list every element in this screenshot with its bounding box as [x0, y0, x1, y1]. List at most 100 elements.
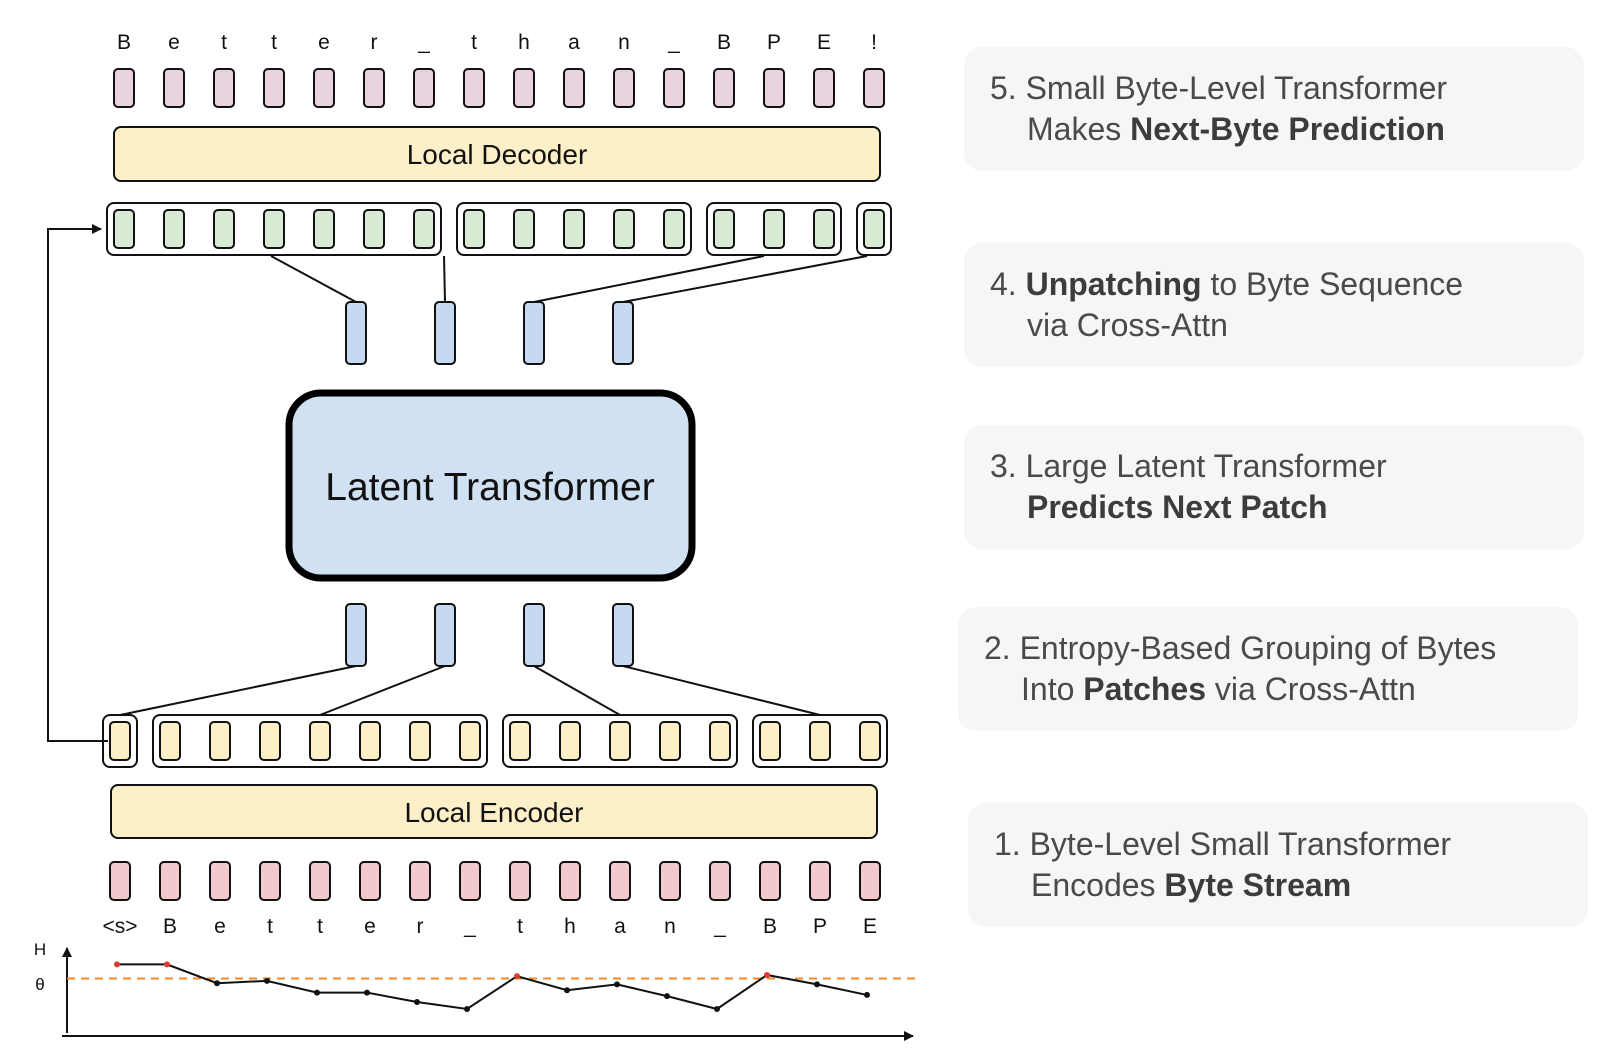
input-byte-token: [859, 861, 881, 901]
entropy-point: [664, 993, 670, 1000]
input-byte-label: a: [614, 915, 626, 938]
output-byte-token: [863, 68, 885, 108]
input-byte-label: e: [364, 915, 376, 938]
step-4-number: 4.: [990, 266, 1017, 302]
output-byte-label: n: [618, 31, 630, 54]
output-byte-token: [413, 68, 435, 108]
local-decoder-block: [113, 126, 881, 182]
input-byte-label: B: [163, 915, 177, 938]
output-byte-label: h: [518, 31, 530, 54]
encoder-hidden-state: [459, 721, 481, 761]
decoder-hidden-state: [463, 209, 485, 249]
input-byte-token: [709, 861, 731, 901]
entropy-point: [264, 977, 270, 984]
latent-output-patches: [345, 301, 634, 365]
entropy-y-label: H: [34, 940, 46, 959]
output-byte-label: t: [271, 31, 277, 54]
encoder-hidden-state: [709, 721, 731, 761]
latent-transformer-label: Latent Transformer: [325, 466, 654, 509]
input-byte-token: [109, 861, 131, 901]
output-byte-label: e: [168, 31, 180, 54]
input-byte-label: n: [664, 915, 676, 938]
entropy-peak-point: [114, 961, 120, 968]
output-byte-token: [713, 68, 735, 108]
input-byte-token: [259, 861, 281, 901]
entropy-point: [464, 1006, 470, 1013]
step-1-line2-pre: Encodes: [1031, 867, 1165, 903]
decoder-hidden-state: [663, 209, 685, 249]
encoder-hidden-state: [759, 721, 781, 761]
step-2-line2-pre: Into: [1021, 671, 1084, 707]
decoder-hidden-state: [263, 209, 285, 249]
step-card-4: 4. Unpatching to Byte Sequence via Cross…: [964, 243, 1584, 367]
input-byte-token: [459, 861, 481, 901]
input-byte-label: _: [463, 915, 476, 938]
output-byte-token: [813, 68, 835, 108]
step-2-number: 2.: [984, 630, 1011, 666]
input-byte-token: [509, 861, 531, 901]
latent-input-patch: [345, 603, 367, 667]
latent-input-patch: [612, 603, 634, 667]
output-byte-label: E: [817, 31, 831, 54]
step-4-line1-bold: Unpatching: [1025, 266, 1202, 302]
input-byte-label: t: [267, 915, 273, 938]
patching-connectors: [119, 665, 821, 716]
output-byte-token: [563, 68, 585, 108]
step-3-line1: Large Latent Transformer: [1025, 448, 1387, 484]
step-3-number: 3.: [990, 448, 1017, 484]
entropy-peak-point: [764, 971, 770, 978]
input-byte-token: [759, 861, 781, 901]
encoder-hidden-state: [209, 721, 231, 761]
latent-output-patch: [612, 301, 634, 365]
entropy-point: [714, 1006, 720, 1013]
entropy-point: [414, 998, 420, 1005]
skip-connection-arrow: [47, 224, 108, 742]
step-1-line2-bold: Byte Stream: [1164, 867, 1352, 903]
entropy-point: [614, 981, 620, 988]
input-byte-label: t: [317, 915, 323, 938]
entropy-point: [564, 987, 570, 994]
local-encoder-block: [110, 784, 878, 839]
patch-connector: [319, 665, 446, 716]
decoder-hidden-state: [763, 209, 785, 249]
input-byte-token: [409, 861, 431, 901]
encoder-hidden-state: [409, 721, 431, 761]
decoder-hidden-state: [813, 209, 835, 249]
step-4-line2: via Cross-Attn: [1027, 307, 1228, 343]
decoder-hidden-state: [313, 209, 335, 249]
encoder-hidden-state: [659, 721, 681, 761]
output-byte-label: _: [667, 31, 680, 54]
input-byte-token: [359, 861, 381, 901]
step-3-line2-bold: Predicts Next Patch: [1027, 489, 1328, 525]
entropy-peak-point: [164, 961, 170, 968]
decoder-hidden-state: [563, 209, 585, 249]
input-byte-label: <s>: [102, 915, 137, 938]
decoder-hidden-states: [113, 209, 885, 249]
entropy-point: [214, 980, 220, 987]
output-byte-label: r: [371, 31, 378, 54]
step-card-3: 3. Large Latent Transformer Predicts Nex…: [964, 425, 1584, 549]
output-byte-label: P: [767, 31, 781, 54]
entropy-point: [364, 989, 370, 996]
step-2-line2-post: via Cross-Attn: [1206, 671, 1416, 707]
unpatch-connector: [622, 255, 868, 303]
decoder-hidden-state: [363, 209, 385, 249]
output-byte-token: [313, 68, 335, 108]
output-byte-label: B: [717, 31, 731, 54]
input-byte-label: P: [813, 915, 827, 938]
input-byte-token: [809, 861, 831, 901]
encoder-hidden-states: [109, 721, 881, 761]
decoder-hidden-state: [213, 209, 235, 249]
encoder-hidden-state: [559, 721, 581, 761]
encoder-hidden-state: [809, 721, 831, 761]
entropy-plot: H θ: [34, 940, 920, 1041]
entropy-point: [864, 991, 870, 998]
output-byte-tokens: [113, 68, 885, 108]
encoder-hidden-state: [609, 721, 631, 761]
step-5-line2-pre: Makes: [1027, 111, 1131, 147]
patch-connector: [622, 665, 821, 716]
latent-input-patch: [523, 603, 545, 667]
latent-output-patch: [523, 301, 545, 365]
encoder-hidden-state: [309, 721, 331, 761]
